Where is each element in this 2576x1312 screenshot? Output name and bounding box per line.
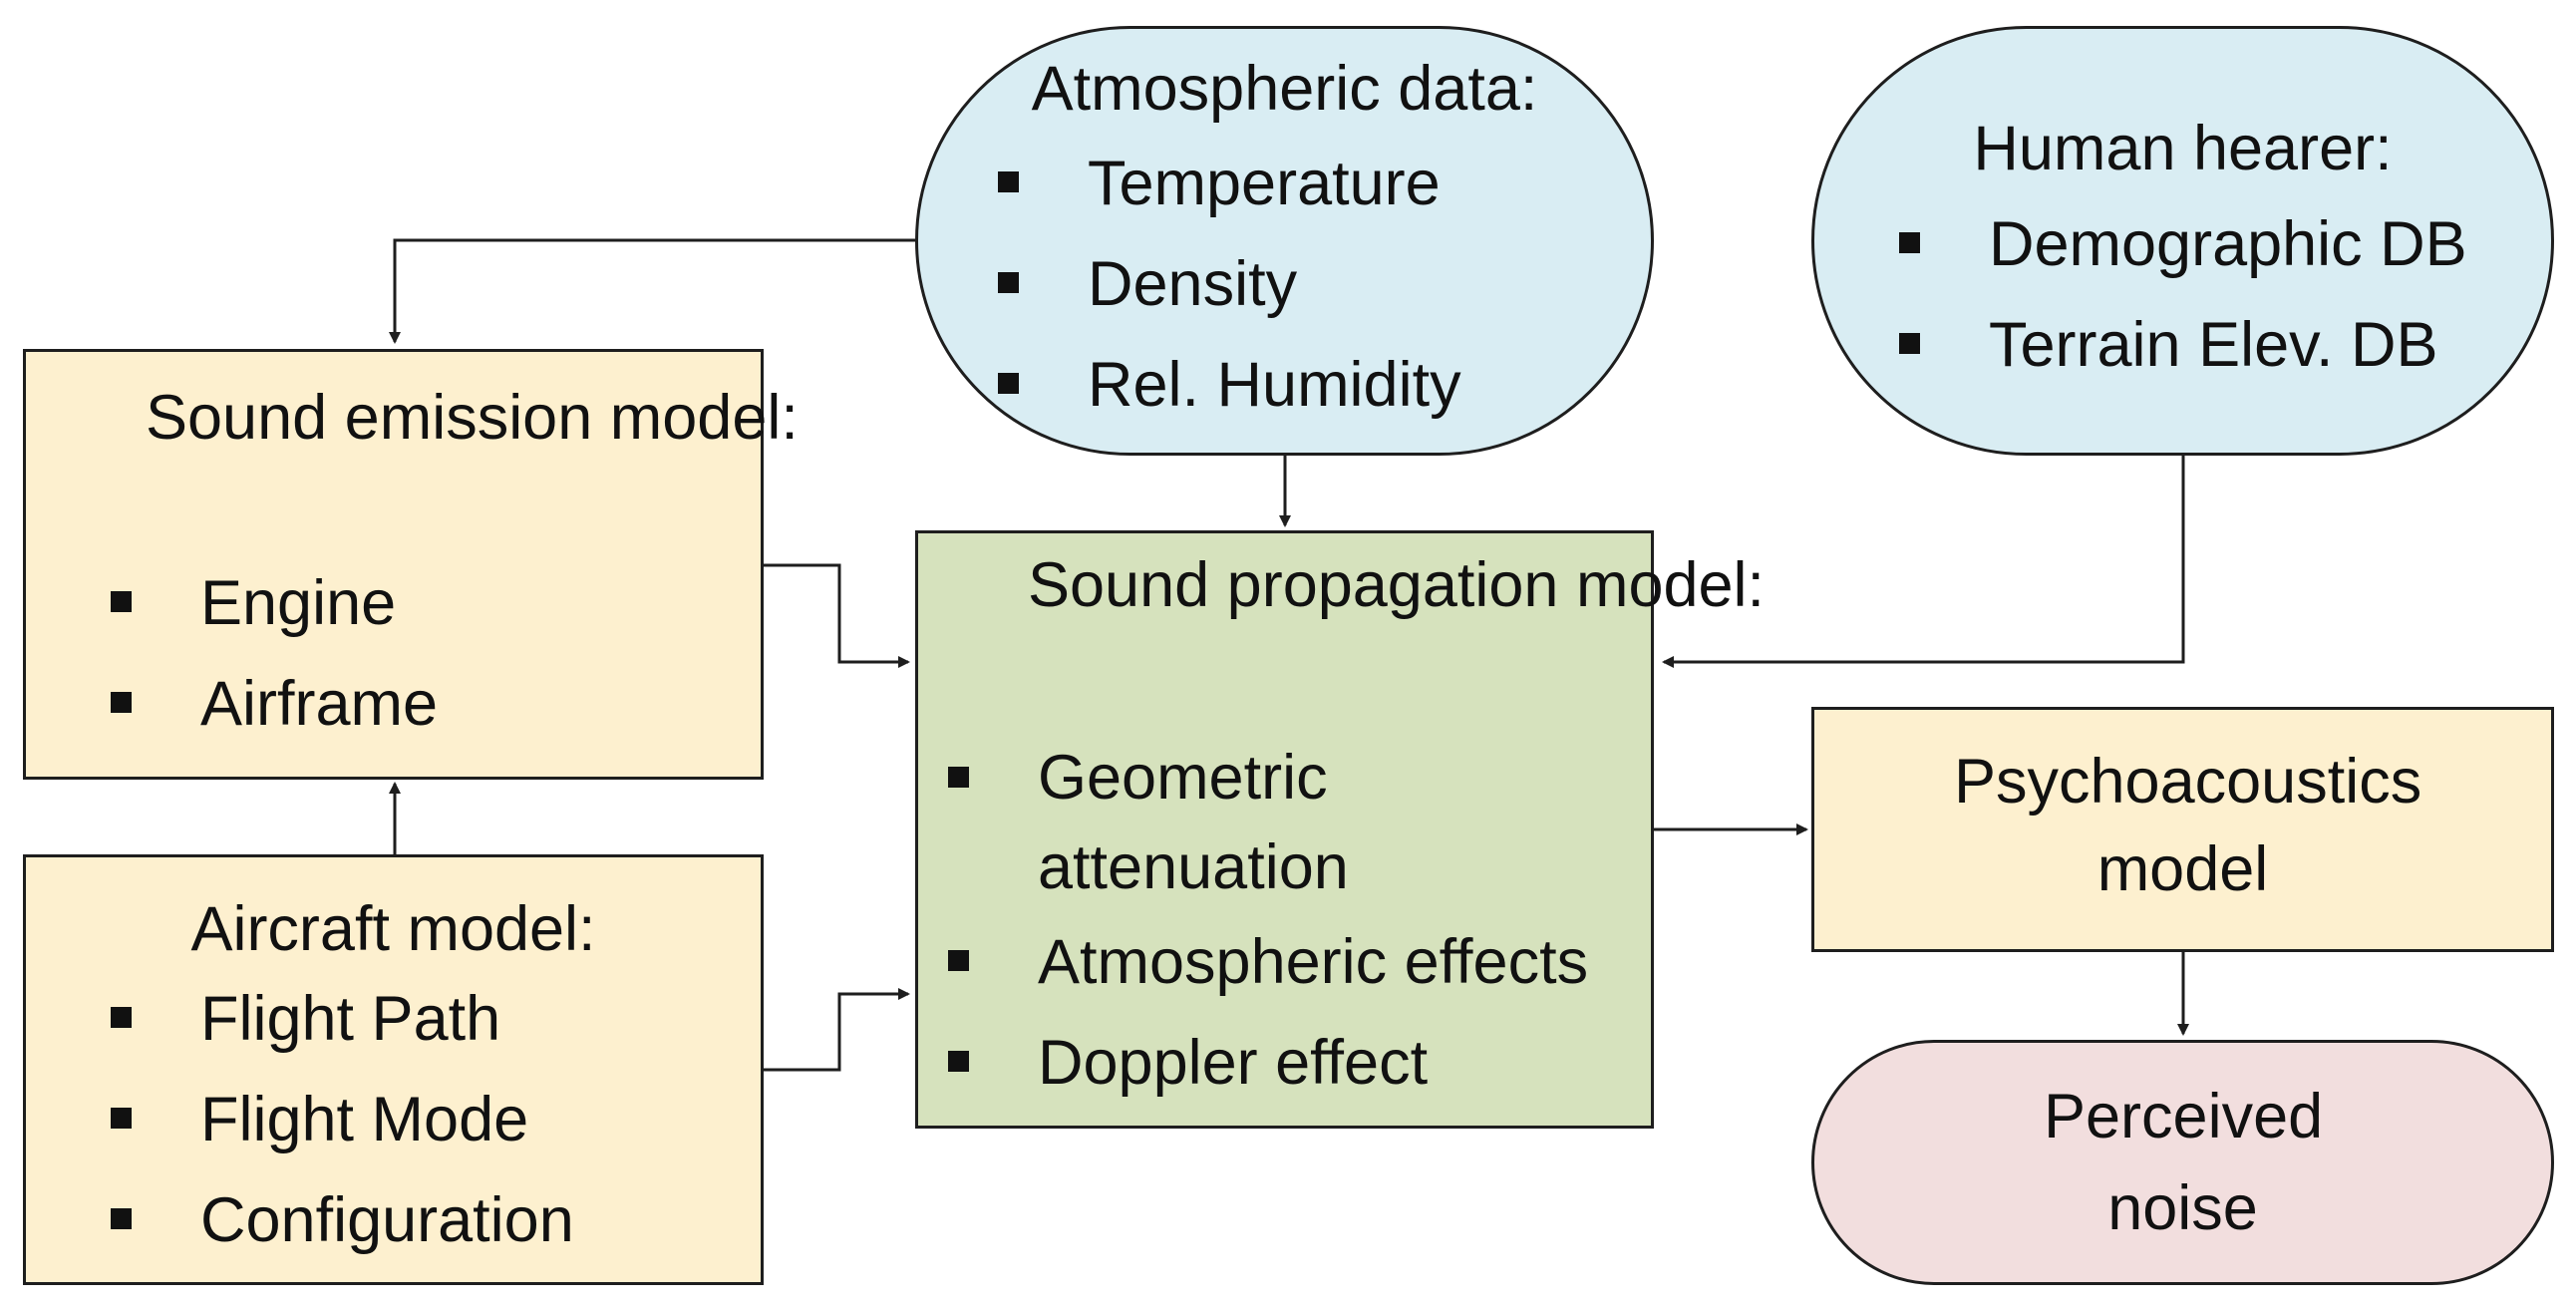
atmospheric-data-node: Atmospheric data: Temperature Density Re… — [915, 26, 1654, 456]
list-item: Doppler effect — [938, 1013, 1626, 1114]
perceived-noise-title: Perceived noise — [2044, 1082, 2324, 1243]
aircraft-list: Flight Path Flight Mode Configuration — [101, 969, 574, 1271]
human-hearer-list: Demographic DB Terrain Elev. DB — [1889, 194, 2467, 396]
list-item: Rel. Humidity — [988, 335, 1461, 436]
arrow-aircraft-to-propagation — [764, 988, 910, 1072]
list-item: Geometric attenuation — [938, 733, 1437, 912]
sound-propagation-model-box: Sound propagation model: Geometric atten… — [915, 530, 1766, 1129]
aircraft-model-box: Aircraft model: Flight Path Flight Mode … — [23, 854, 764, 1285]
atmospheric-title: Atmospheric data: — [1031, 54, 1538, 124]
atmospheric-list: Temperature Density Rel. Humidity — [988, 134, 1461, 436]
psychoacoustics-model-box: Psychoacoustics model — [1811, 707, 2554, 952]
list-item: Configuration — [101, 1170, 574, 1271]
list-item: Demographic DB — [1889, 194, 2467, 295]
bullet-icon — [998, 171, 1019, 192]
list-item: Density — [988, 234, 1461, 335]
bullet-icon — [998, 373, 1019, 394]
arrow-hearer-to-propagation — [1662, 456, 2185, 668]
list-item: Engine — [101, 553, 438, 654]
aircraft-title: Aircraft model: — [190, 894, 596, 964]
psychoacoustics-title: Psychoacoustics model — [1954, 747, 2422, 904]
arrow-emission-to-propagation — [764, 563, 910, 668]
list-item: Atmospheric effects — [938, 912, 1626, 1013]
sound-emission-model-box: Sound emission model: Engine Airframe — [23, 349, 799, 780]
sound-propagation-title: Sound propagation model: — [1028, 550, 1766, 620]
bullet-icon — [111, 591, 132, 612]
bullet-icon — [948, 1051, 969, 1072]
list-item: Airframe — [101, 654, 438, 755]
bullet-icon — [111, 1208, 132, 1229]
bullet-icon — [948, 767, 969, 788]
bullet-icon — [948, 950, 969, 971]
sound-emission-list: Engine Airframe — [101, 553, 438, 755]
list-item: Flight Path — [101, 969, 574, 1070]
list-item: Terrain Elev. DB — [1889, 295, 2467, 396]
human-hearer-node: Human hearer: Demographic DB Terrain Ele… — [1811, 26, 2554, 456]
bullet-icon — [111, 1007, 132, 1028]
arrow-atmospheric-to-emission — [389, 238, 915, 344]
list-item: Flight Mode — [101, 1070, 574, 1170]
bullet-icon — [998, 272, 1019, 293]
perceived-noise-node: Perceived noise — [1811, 1040, 2554, 1285]
bullet-icon — [111, 1108, 132, 1129]
human-hearer-title: Human hearer: — [1973, 114, 2393, 183]
sound-propagation-list: Geometric attenuation Atmospheric effect… — [938, 733, 1626, 1114]
list-item: Temperature — [988, 134, 1461, 234]
bullet-icon — [111, 692, 132, 713]
bullet-icon — [1899, 333, 1920, 354]
bullet-icon — [1899, 232, 1920, 253]
sound-emission-title: Sound emission model: — [146, 383, 799, 453]
